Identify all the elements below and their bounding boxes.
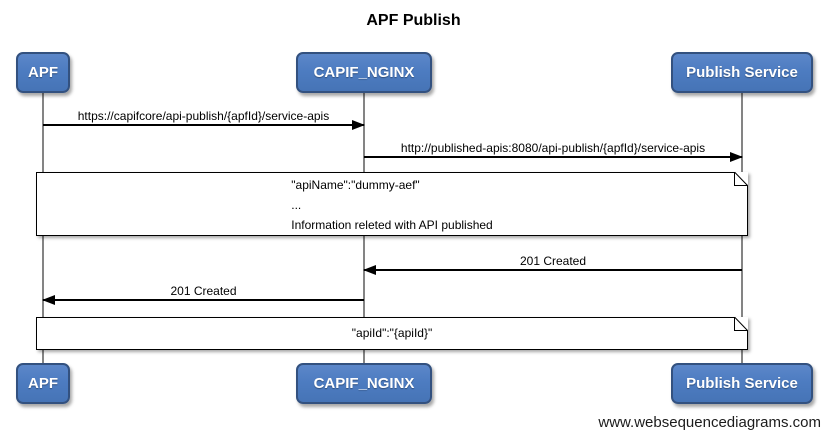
note-folded-corner-icon [734,317,748,331]
actor-label-capif-nginx: CAPIF_NGINX [313,375,415,392]
note-api-information: "apiName":"dummy-aef" ... Information re… [36,172,748,236]
note-line: Information releted with API published [291,218,493,232]
actor-label-publish-service: Publish Service [686,64,798,81]
message-label: 201 Created [170,284,237,298]
note-line: "apiId":"{apiId}" [351,326,433,340]
actor-label-publish-service: Publish Service [686,375,798,392]
note-folded-corner-icon [734,172,748,186]
message-label: http://published-apis:8080/api-publish/{… [400,141,706,155]
actor-label-apf: APF [28,375,58,392]
actor-box-apf-top: APF [16,52,70,93]
message-label: https://capifcore/api-publish/{apfId}/se… [77,109,330,123]
actor-box-publish-service-bottom: Publish Service [671,363,813,404]
actor-box-apf-bottom: APF [16,363,70,404]
message-publish-request: https://capifcore/api-publish/{apfId}/se… [43,109,365,130]
message-line [364,269,742,271]
arrowhead-left-icon [42,295,55,305]
actor-box-publish-service-top: Publish Service [671,52,813,93]
diagram-title: APF Publish [366,12,461,29]
message-label: 201 Created [519,254,587,268]
message-line [364,156,742,158]
actor-box-capif-nginx-top: CAPIF_NGINX [296,52,432,93]
actor-label-capif-nginx: CAPIF_NGINX [313,64,415,81]
arrowhead-right-icon [352,120,365,130]
message-forward-request: http://published-apis:8080/api-publish/{… [364,141,743,162]
note-api-id: "apiId":"{apiId}" [36,317,748,350]
note-text-block: "apiId":"{apiId}" [352,318,432,349]
note-line: "apiName":"dummy-aef" [291,178,420,192]
note-text-block: "apiName":"dummy-aef" ... Information re… [291,175,492,235]
actor-label-apf: APF [28,64,58,81]
message-line [43,299,364,301]
message-line [43,124,364,126]
actor-box-capif-nginx-bottom: CAPIF_NGINX [296,363,432,404]
websequencediagrams-watermark: www.websequencediagrams.com [598,414,821,431]
arrowhead-right-icon [730,152,743,162]
note-line: ... [291,198,302,212]
message-201-created-to-apf: 201 Created [42,284,364,305]
message-201-created-to-capif: 201 Created [363,254,742,275]
arrowhead-left-icon [363,265,376,275]
